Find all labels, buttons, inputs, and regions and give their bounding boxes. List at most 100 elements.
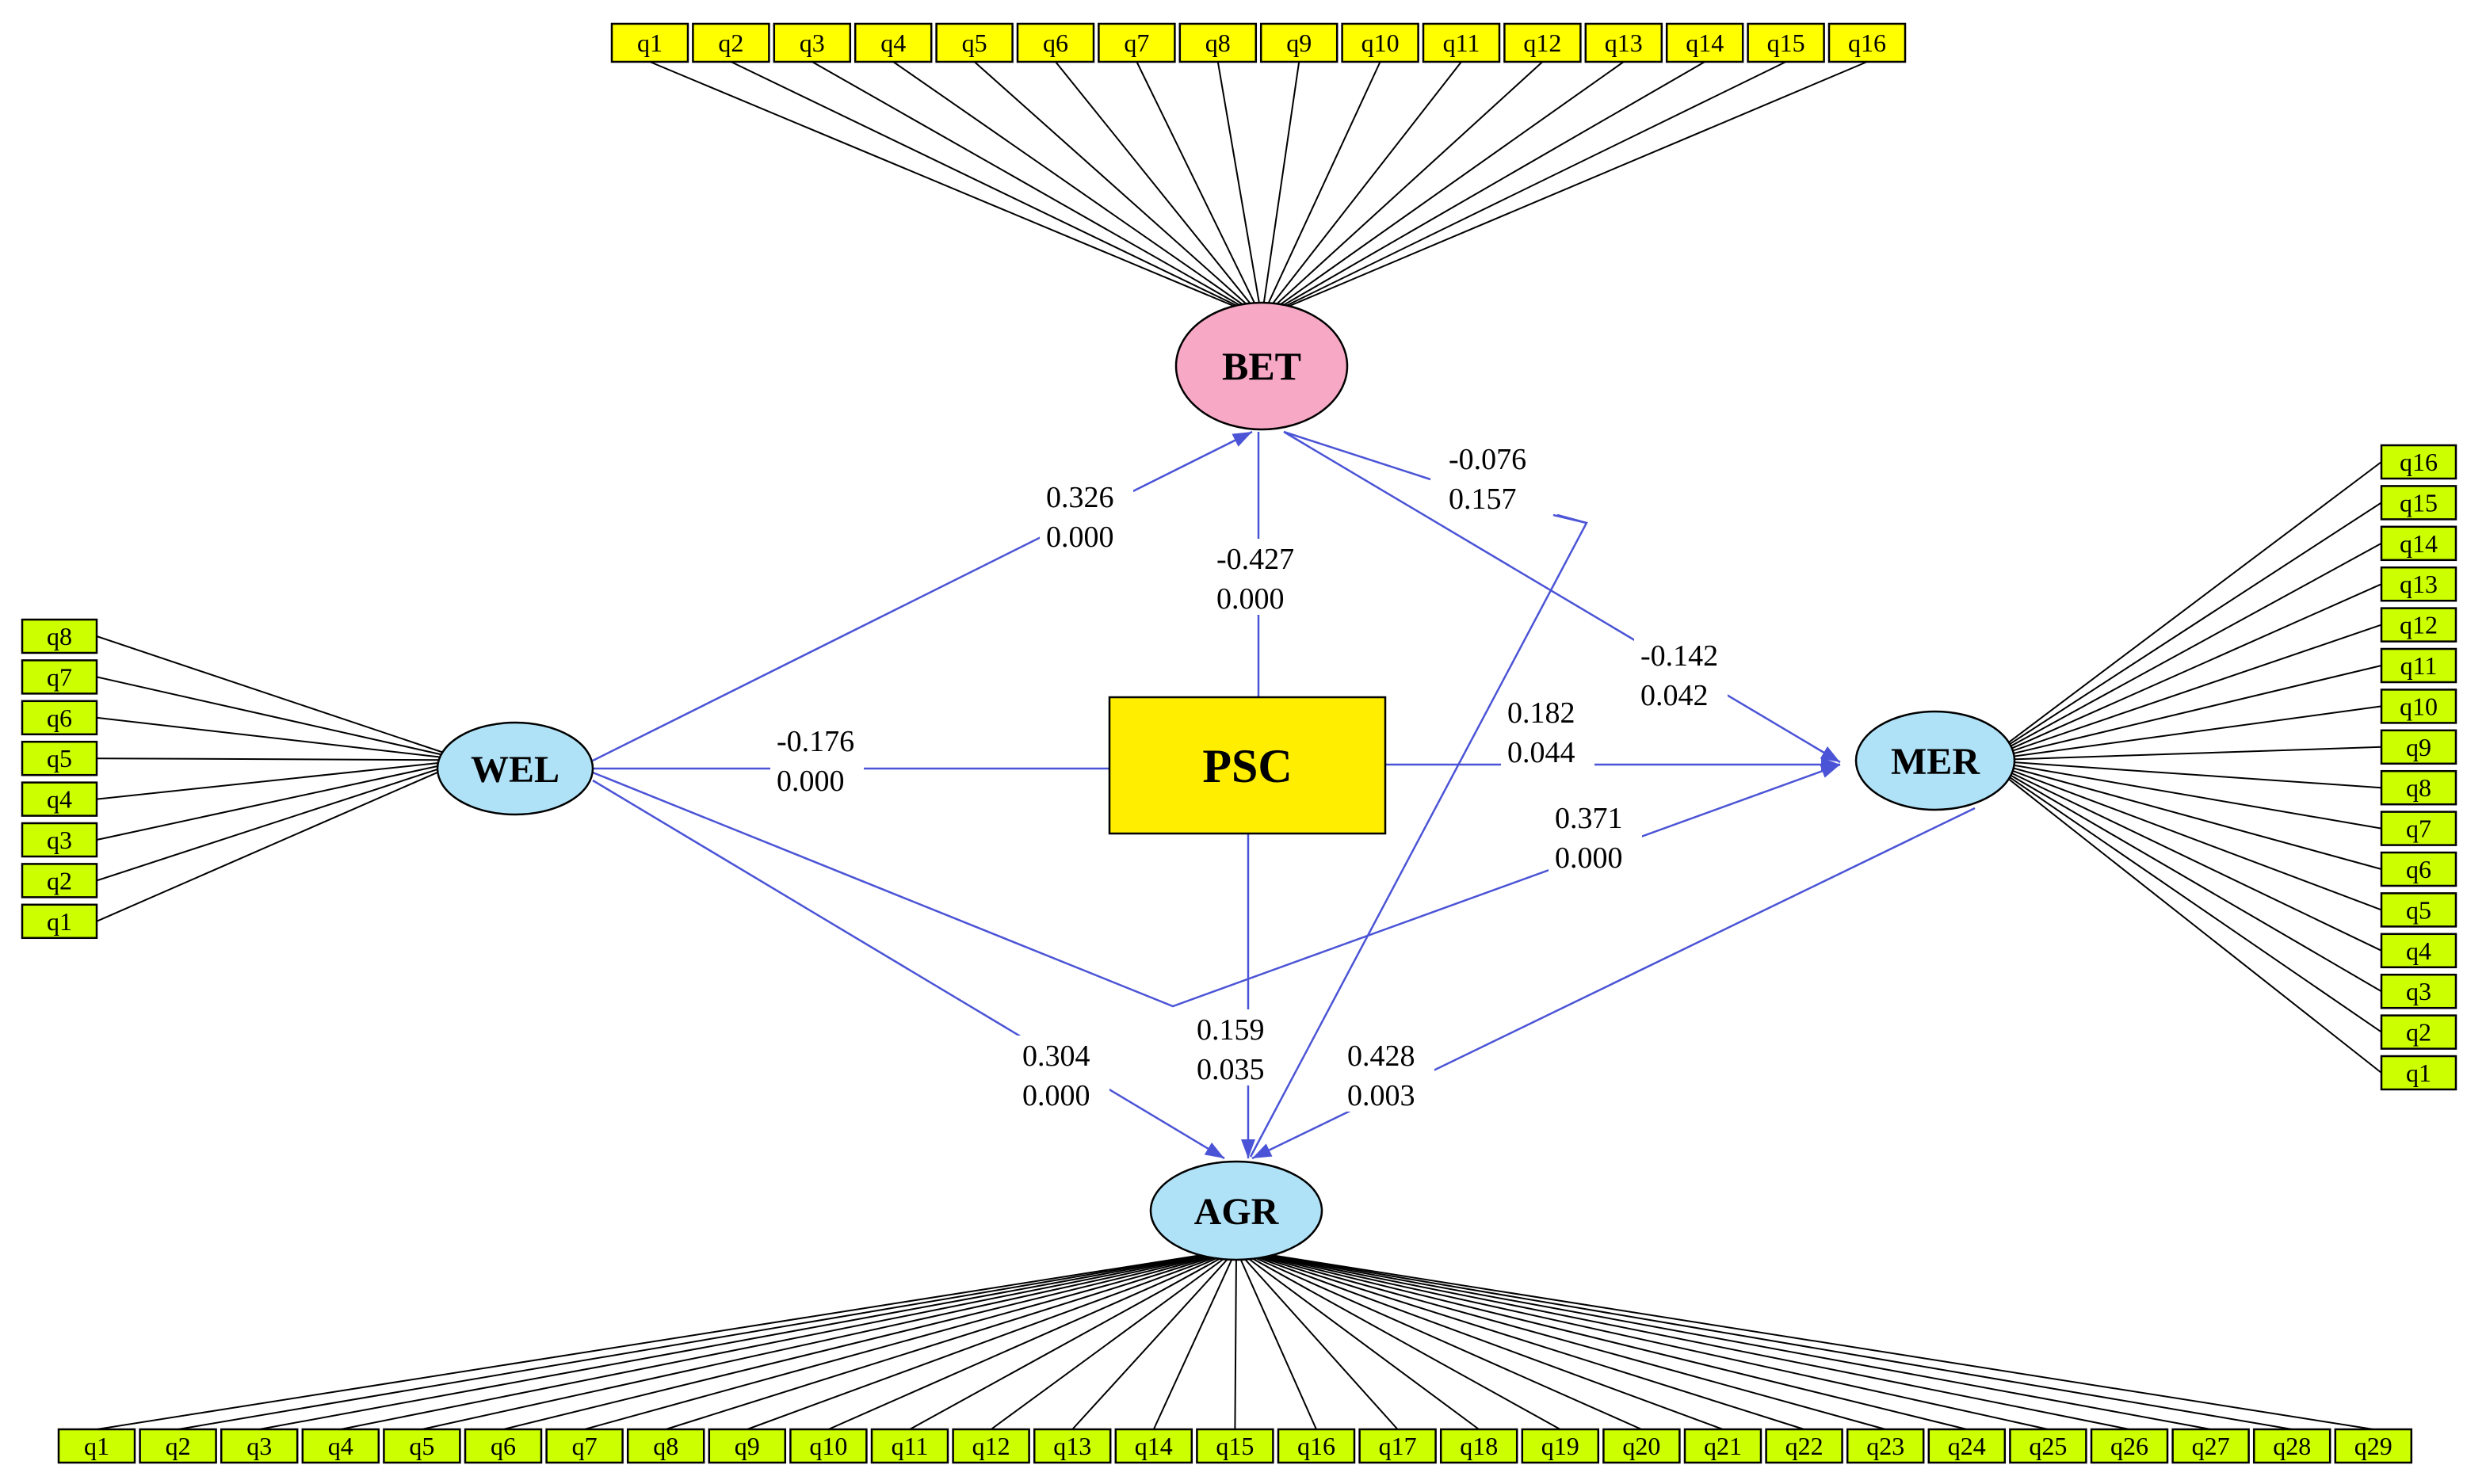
indicator-bet-q9[interactable]: q9: [1259, 22, 1339, 63]
loading-line-agr-q11: [909, 1253, 1230, 1430]
path-line-wel-bet: [592, 430, 1253, 762]
indicator-box: [21, 740, 98, 776]
indicator-mer-q2[interactable]: q2: [2380, 1014, 2457, 1050]
indicator-box: [1584, 22, 1663, 63]
indicator-agr-q22[interactable]: q22: [1765, 1428, 1843, 1464]
indicator-mer-q8[interactable]: q8: [2380, 769, 2457, 806]
indicator-mer-q11[interactable]: q11: [2380, 647, 2457, 684]
path-coefficient: 0.304: [1022, 1040, 1090, 1073]
indicator-bet-q1[interactable]: q1: [610, 22, 689, 63]
indicator-agr-q9[interactable]: q9: [708, 1428, 787, 1464]
latent-agr[interactable]: AGR: [1149, 1160, 1323, 1261]
indicator-mer-q5[interactable]: q5: [2380, 892, 2457, 928]
indicator-label: q22: [1785, 1432, 1824, 1460]
indicator-label: q11: [1443, 29, 1480, 57]
indicator-agr-q16[interactable]: q16: [1277, 1428, 1356, 1464]
indicator-label: q23: [1866, 1432, 1904, 1460]
loading-line-bet-q11: [1265, 61, 1462, 313]
indicator-bet-q8[interactable]: q8: [1178, 22, 1258, 63]
indicator-box: [610, 22, 689, 63]
indicator-bet-q12[interactable]: q12: [1503, 22, 1582, 63]
latent-wel[interactable]: WEL: [436, 721, 594, 816]
indicator-agr-q21[interactable]: q21: [1683, 1428, 1762, 1464]
indicator-mer-q13[interactable]: q13: [2380, 566, 2457, 602]
indicator-agr-q27[interactable]: q27: [2171, 1428, 2250, 1464]
indicator-agr-q1[interactable]: q1: [57, 1428, 136, 1464]
indicator-mer-q10[interactable]: q10: [2380, 689, 2457, 724]
indicator-agr-q23[interactable]: q23: [1846, 1428, 1925, 1464]
indicator-label: q10: [809, 1432, 847, 1460]
indicator-label: q5: [409, 1432, 434, 1460]
indicator-agr-q26[interactable]: q26: [2090, 1428, 2169, 1464]
indicator-agr-q15[interactable]: q15: [1196, 1428, 1274, 1464]
indicator-label: q24: [1948, 1432, 1986, 1460]
loading-line-agr-q29: [1260, 1253, 2373, 1430]
indicator-mer-q14[interactable]: q14: [2380, 525, 2457, 562]
indicator-mer-q7[interactable]: q7: [2380, 811, 2457, 846]
indicator-mer-q16[interactable]: q16: [2380, 444, 2457, 480]
indicator-bet-q7[interactable]: q7: [1098, 22, 1176, 63]
indicator-bet-q15[interactable]: q15: [1747, 22, 1825, 63]
indicator-agr-q20[interactable]: q20: [1602, 1428, 1681, 1464]
coef-label-bg: [1341, 1036, 1434, 1112]
indicator-bet-q5[interactable]: q5: [935, 22, 1014, 63]
indicator-bet-q3[interactable]: q3: [773, 22, 852, 63]
indicator-agr-q24[interactable]: q24: [1927, 1428, 2007, 1464]
path-coefficient: 0.428: [1347, 1040, 1415, 1073]
indicator-mer-q12[interactable]: q12: [2380, 607, 2457, 643]
indicator-agr-q7[interactable]: q7: [545, 1428, 624, 1464]
indicator-wel-q8[interactable]: q8: [21, 618, 98, 654]
indicator-agr-q8[interactable]: q8: [626, 1428, 705, 1464]
indicator-agr-q12[interactable]: q12: [952, 1428, 1030, 1464]
indicator-agr-q5[interactable]: q5: [383, 1428, 461, 1464]
indicator-mer-q3[interactable]: q3: [2380, 973, 2457, 1009]
indicator-agr-q10[interactable]: q10: [789, 1428, 868, 1464]
indicator-mer-q1[interactable]: q1: [2380, 1055, 2457, 1091]
indicator-wel-q3[interactable]: q3: [21, 822, 98, 858]
indicator-mer-q9[interactable]: q9: [2380, 729, 2457, 765]
loading-line-agr-q14: [1152, 1253, 1235, 1430]
indicator-agr-q3[interactable]: q3: [220, 1428, 299, 1464]
indicator-agr-q13[interactable]: q13: [1033, 1428, 1112, 1464]
indicator-agr-q29[interactable]: q29: [2334, 1428, 2413, 1464]
latent-psc[interactable]: PSC: [1108, 696, 1387, 835]
indicator-wel-q4[interactable]: q4: [21, 781, 98, 817]
latent-mer[interactable]: MER: [1854, 710, 2016, 811]
path-coefficient: 0.326: [1046, 481, 1114, 514]
indicator-bet-q4[interactable]: q4: [854, 22, 933, 63]
loading-line-agr-q17: [1239, 1253, 1399, 1430]
indicator-label: q8: [2406, 773, 2431, 802]
indicator-wel-q6[interactable]: q6: [21, 700, 98, 736]
indicator-agr-q14[interactable]: q14: [1114, 1428, 1193, 1464]
indicator-agr-q18[interactable]: q18: [1439, 1428, 1518, 1464]
indicator-agr-q11[interactable]: q11: [870, 1428, 949, 1464]
indicator-mer-q15[interactable]: q15: [2380, 485, 2457, 521]
indicator-bet-q13[interactable]: q13: [1584, 22, 1663, 63]
indicator-bet-q16[interactable]: q16: [1827, 22, 1907, 63]
indicator-agr-q17[interactable]: q17: [1358, 1428, 1437, 1464]
indicator-bet-q14[interactable]: q14: [1665, 22, 1744, 63]
indicator-box: [789, 1428, 868, 1464]
indicator-wel-q2[interactable]: q2: [21, 863, 98, 898]
indicator-wel-q5[interactable]: q5: [21, 740, 98, 776]
indicator-mer-q4[interactable]: q4: [2380, 933, 2457, 969]
indicator-box: [2380, 811, 2457, 846]
indicator-agr-q2[interactable]: q2: [139, 1428, 217, 1464]
indicator-bet-q6[interactable]: q6: [1016, 22, 1095, 63]
coef-label-bg: [1549, 798, 1642, 874]
indicator-agr-q6[interactable]: q6: [464, 1428, 543, 1464]
latent-bet[interactable]: BET: [1174, 301, 1349, 431]
indicator-mer-q6[interactable]: q6: [2380, 851, 2457, 887]
indicator-agr-q4[interactable]: q4: [301, 1428, 380, 1464]
indicator-box: [21, 618, 98, 654]
indicator-bet-q2[interactable]: q2: [692, 22, 770, 63]
indicator-label: q20: [1622, 1432, 1660, 1460]
indicator-agr-q28[interactable]: q28: [2252, 1428, 2331, 1464]
indicator-agr-q25[interactable]: q25: [2009, 1428, 2087, 1464]
indicator-wel-q7[interactable]: q7: [21, 659, 98, 695]
indicator-box: [2380, 973, 2457, 1009]
indicator-wel-q1[interactable]: q1: [21, 903, 98, 940]
indicator-bet-q10[interactable]: q10: [1341, 22, 1419, 63]
indicator-agr-q19[interactable]: q19: [1521, 1428, 1600, 1464]
indicator-bet-q11[interactable]: q11: [1422, 22, 1501, 63]
